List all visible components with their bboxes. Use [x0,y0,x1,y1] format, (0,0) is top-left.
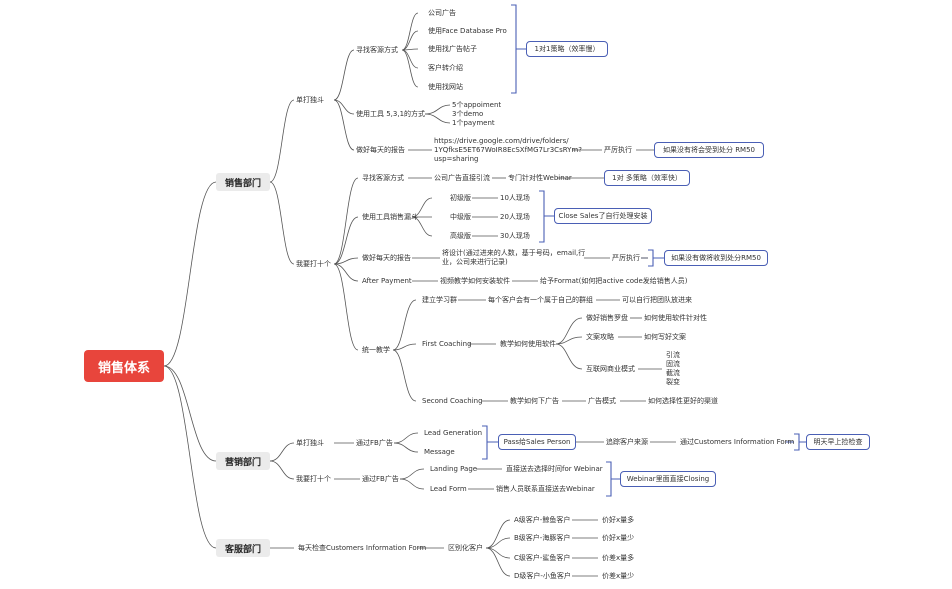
marketing-solo-node[interactable]: 单打独斗 [296,439,324,447]
dept-service[interactable]: 客服部门 [216,539,270,557]
marketing-solo-item[interactable]: Lead Generation [424,429,483,437]
info-form-node[interactable]: 通过Customers Information Form [680,438,795,446]
tool-line: 3个demo [452,110,484,118]
landing-page-desc[interactable]: 直接送去选择时间for Webinar [506,465,603,473]
business-model-item: 引流 [666,351,680,359]
first-item[interactable]: 做好销售罗盘 [586,314,628,322]
business-model-item: 裂变 [666,378,680,386]
business-model-item: 截流 [666,369,680,377]
funnel-tier[interactable]: 初级版 [450,194,471,202]
team-enforce-node[interactable]: 严厉执行 [612,254,640,262]
morning-check-note[interactable]: 明天早上捡检查 [806,434,870,450]
second-coaching-node[interactable]: Second Coaching [422,397,483,405]
second-coaching-mode[interactable]: 广告模式 [588,397,616,405]
find-clients-item[interactable]: 使用找广告帖子 [428,45,477,53]
first-item[interactable]: 互联网商业模式 [586,365,635,373]
solo-enforce-node[interactable]: 严厉执行 [604,146,632,154]
dept-sales[interactable]: 销售部门 [216,173,270,191]
first-item[interactable]: 文案攻略 [586,333,614,341]
daily-check-node[interactable]: 每天检查Customers Information Form [298,544,427,552]
report-link-line[interactable]: https://drive.google.com/drive/folders/ [434,137,569,145]
study-group-desc[interactable]: 每个客户会有一个属于自己的群组 [488,296,593,304]
webinar-closing-note[interactable]: Webinar里面直接Closing [620,471,716,487]
grade-note: 价差x量少 [602,572,635,580]
marketing-team-node[interactable]: 我要打十个 [296,475,331,483]
grade-item[interactable]: B级客户-海豚客户 [514,534,571,542]
team-report-node[interactable]: 做好每天的报告 [362,254,411,262]
grade-note: 价差x量多 [602,554,635,562]
funnel-count: 20人现场 [500,213,530,221]
funnel-count: 10人现场 [500,194,530,202]
team-find-clients-node[interactable]: 寻找客源方式 [362,174,404,182]
tool-line: 1个payment [452,119,495,127]
grade-item[interactable]: D级客户-小鱼客户 [514,572,571,580]
team-webinar-node[interactable]: 专门针对性Webinar [508,174,572,182]
funnel-summary[interactable]: Close Sales了自行处理安装 [554,208,652,224]
funnel-count: 30人现场 [500,232,530,240]
study-group-desc2[interactable]: 可以自行把团队放进来 [622,296,692,304]
report-link-line[interactable]: usp=sharing [434,155,479,163]
tool-line: 5个appoiment [452,101,502,109]
solo-penalty-note[interactable]: 如果没有将会受到处分 RM50 [654,142,764,158]
first-item-desc[interactable]: 如何使用软件针对性 [644,314,707,322]
dept-marketing[interactable]: 营销部门 [216,452,270,470]
team-report-detail: 业，公司来进行记录) [442,258,508,266]
after-format-node[interactable]: 给予Format(如何把active code发给销售人员) [540,277,688,285]
find-clients-item[interactable]: 客户转介绍 [428,64,463,72]
after-video-node[interactable]: 视频教学如何安装软件 [440,277,510,285]
classify-node[interactable]: 区别化客户 [448,544,483,552]
team-source-node[interactable]: 公司广告直接引流 [434,174,490,182]
sales-team-node[interactable]: 我要打十个 [296,260,331,268]
marketing-team-via[interactable]: 通过FB广告 [362,475,399,483]
funnel-tier[interactable]: 高级版 [450,232,471,240]
team-report-detail: 将设计(通过进来的人数，基于号码，email,行 [442,249,586,257]
funnel-node[interactable]: 使用工具销售漏斗 [362,213,418,221]
solo-find-clients-node[interactable]: 寻找客源方式 [356,46,398,54]
grade-note: 价好x量多 [602,516,635,524]
marketing-solo-via[interactable]: 通过FB广告 [356,439,393,447]
first-coaching-how[interactable]: 教学如何使用软件 [500,340,556,348]
first-coaching-node[interactable]: First Coaching [422,340,472,348]
sales-solo-node[interactable]: 单打独斗 [296,96,324,104]
grade-item[interactable]: A级客户-鲸鱼客户 [514,516,571,524]
team-penalty-note[interactable]: 如果没有做将收到处分RM50 [664,250,768,266]
report-link-line[interactable]: 1YQfksE5ET67WoIR8EcSXfMG7Lr3CsRYm? [434,146,582,154]
lead-form-desc[interactable]: 销售人员联系直接送去Webinar [496,485,595,493]
pass-sales-note[interactable]: Pass给Sales Person [498,434,576,450]
lead-form-node[interactable]: Lead Form [430,485,467,493]
funnel-tier[interactable]: 中级版 [450,213,471,221]
team-strategy-summary[interactable]: 1对 多策略（效率快） [604,170,690,186]
second-coaching-channel[interactable]: 如何选择性更好的渠道 [648,397,718,405]
find-clients-item[interactable]: 使用Face Database Pro [428,27,507,35]
study-group-node[interactable]: 建立学习群 [422,296,457,304]
second-coaching-how[interactable]: 教学如何下广告 [510,397,559,405]
marketing-solo-item[interactable]: Message [424,448,455,456]
teaching-node[interactable]: 统一教学 [362,346,390,354]
find-clients-item[interactable]: 公司广告 [428,9,456,17]
grade-item[interactable]: C级客户-鲨鱼客户 [514,554,571,562]
grade-note: 价好x量少 [602,534,635,542]
solo-tool-node[interactable]: 使用工具 5,3,1的方式 [356,110,426,118]
after-payment-node[interactable]: After Payment [362,277,412,285]
solo-strategy-summary[interactable]: 1对1策略（效率慢） [526,41,608,57]
root-node[interactable]: 销售体系 [84,350,164,382]
find-clients-item[interactable]: 使用找网站 [428,83,463,91]
track-source-node[interactable]: 追踪客户来源 [606,438,648,446]
solo-report-node[interactable]: 做好每天的报告 [356,146,405,154]
landing-page-node[interactable]: Landing Page [430,465,478,473]
first-item-desc[interactable]: 如何写好文案 [644,333,686,341]
business-model-item: 固流 [666,360,680,368]
